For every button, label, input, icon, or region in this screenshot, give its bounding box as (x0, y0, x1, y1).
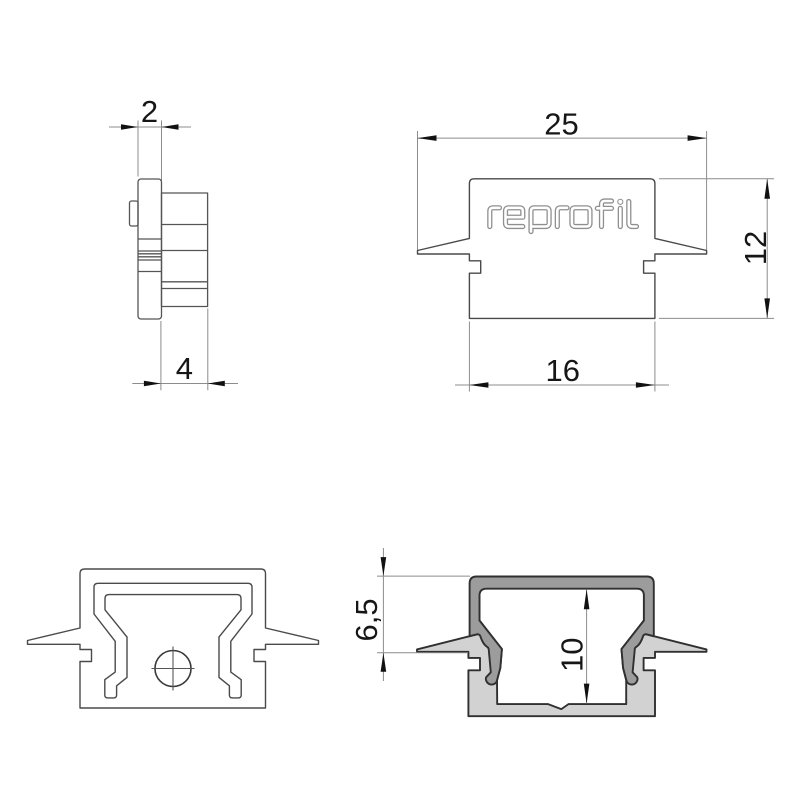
svg-text:16: 16 (545, 353, 579, 388)
svg-text:12: 12 (738, 231, 773, 265)
svg-text:2: 2 (141, 94, 158, 129)
svg-text:25: 25 (544, 106, 578, 141)
svg-text:10: 10 (554, 638, 589, 672)
svg-text:6,5: 6,5 (349, 598, 384, 641)
svg-text:4: 4 (176, 351, 193, 386)
